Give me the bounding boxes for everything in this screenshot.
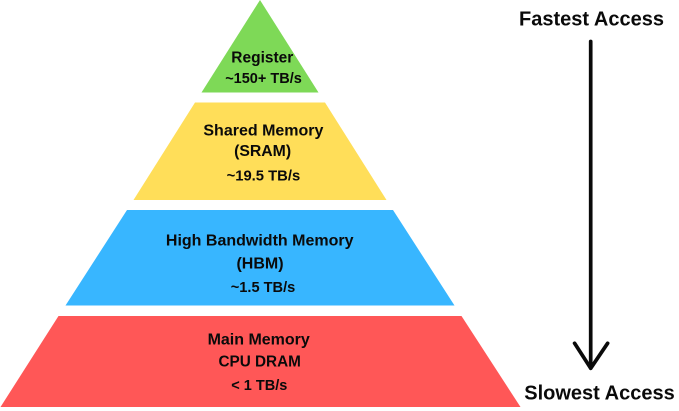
svg-text:Main Memory: Main Memory (208, 332, 310, 349)
svg-text:~1.5 TB/s: ~1.5 TB/s (231, 280, 296, 296)
svg-text:High Bandwidth Memory: High Bandwidth Memory (166, 233, 354, 250)
svg-text:CPU DRAM: CPU DRAM (218, 353, 300, 370)
svg-text:~150+ TB/s: ~150+ TB/s (225, 71, 302, 87)
svg-text:Shared Memory: Shared Memory (203, 123, 323, 140)
svg-text:~19.5 TB/s: ~19.5 TB/s (227, 169, 301, 185)
svg-text:(HBM): (HBM) (236, 255, 283, 272)
svg-text:< 1 TB/s: < 1 TB/s (231, 378, 287, 394)
svg-text:Fastest Access: Fastest Access (519, 9, 664, 31)
svg-text:Slowest Access: Slowest Access (524, 382, 674, 404)
svg-text:(SRAM): (SRAM) (234, 143, 291, 160)
svg-text:Register: Register (231, 50, 293, 67)
